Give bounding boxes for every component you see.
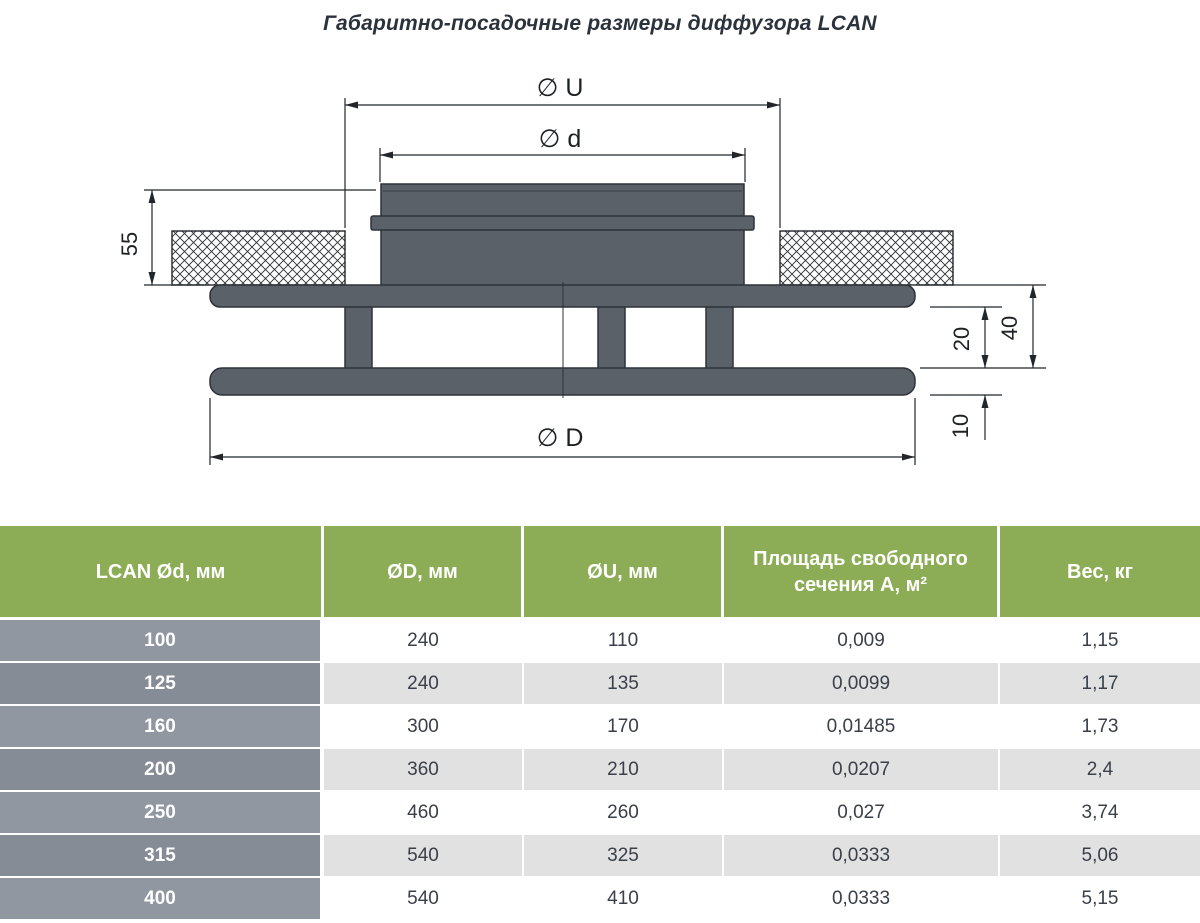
value-cell: 135 xyxy=(524,663,724,706)
leg xyxy=(705,299,734,377)
dim-label-10: 10 xyxy=(948,414,973,438)
row-diameter-cell: 160 xyxy=(0,706,324,749)
dimension-d-small: ∅ d xyxy=(379,125,746,182)
value-cell: 540 xyxy=(324,878,524,921)
dimension-55: 55 xyxy=(117,189,376,286)
value-cell: 210 xyxy=(524,749,724,792)
dimension-right-group: 20 40 10 xyxy=(920,284,1046,440)
value-cell: 1,15 xyxy=(1000,620,1200,663)
row-diameter-cell: 200 xyxy=(0,749,324,792)
insulation-right xyxy=(779,230,954,286)
leg xyxy=(344,299,373,377)
value-cell: 0,009 xyxy=(724,620,1000,663)
value-cell: 410 xyxy=(524,878,724,921)
value-cell: 0,027 xyxy=(724,792,1000,835)
value-cell: 240 xyxy=(324,620,524,663)
diffuser-section-drawing: ∅ U ∅ d ∅ D xyxy=(117,74,1046,465)
value-cell: 0,01485 xyxy=(724,706,1000,749)
value-cell: 0,0333 xyxy=(724,835,1000,878)
row-diameter-cell: 400 xyxy=(0,878,324,921)
value-cell: 460 xyxy=(324,792,524,835)
value-cell: 0,0207 xyxy=(724,749,1000,792)
header-lcan-d: LCAN Ød, мм xyxy=(0,526,324,620)
page-title: Габаритно-посадочные размеры диффузора L… xyxy=(323,12,877,35)
dim-label-55: 55 xyxy=(117,232,142,256)
value-cell: 5,15 xyxy=(1000,878,1200,921)
technical-drawing: ∅ U ∅ d ∅ D xyxy=(0,40,1200,518)
header-row: LCAN Ød, мм ØD, мм ØU, мм Площадь свобод… xyxy=(0,526,1200,620)
dim-label-40: 40 xyxy=(997,316,1022,340)
value-cell: 1,17 xyxy=(1000,663,1200,706)
insulation-left xyxy=(171,230,346,286)
header-weight: Вес, кг xyxy=(1000,526,1200,620)
value-cell: 360 xyxy=(324,749,524,792)
header-free-area: Площадь свободного сечения А, м² xyxy=(724,526,1000,620)
value-cell: 260 xyxy=(524,792,724,835)
row-diameter-cell: 125 xyxy=(0,663,324,706)
dimension-u: ∅ U xyxy=(344,74,781,228)
dim-label-u: ∅ U xyxy=(537,74,584,102)
value-cell: 540 xyxy=(324,835,524,878)
dim-label-D: ∅ D xyxy=(537,424,584,452)
diffuser-neck xyxy=(370,183,755,288)
value-cell: 110 xyxy=(524,620,724,663)
specs-table: LCAN Ød, мм ØD, мм ØU, мм Площадь свобод… xyxy=(0,526,1200,921)
header-D: ØD, мм xyxy=(324,526,524,620)
value-cell: 1,73 xyxy=(1000,706,1200,749)
row-diameter-cell: 100 xyxy=(0,620,324,663)
value-cell: 300 xyxy=(324,706,524,749)
row-diameter-cell: 250 xyxy=(0,792,324,835)
value-cell: 0,0099 xyxy=(724,663,1000,706)
dimension-d-big: ∅ D xyxy=(209,398,916,465)
value-cell: 325 xyxy=(524,835,724,878)
value-cell: 0,0333 xyxy=(724,878,1000,921)
value-cell: 5,06 xyxy=(1000,835,1200,878)
leg xyxy=(597,299,626,377)
value-cell: 2,4 xyxy=(1000,749,1200,792)
dim-label-d: ∅ d xyxy=(539,125,582,153)
value-cell: 170 xyxy=(524,706,724,749)
row-diameter-cell: 315 xyxy=(0,835,324,878)
value-cell: 240 xyxy=(324,663,524,706)
diffuser-legs xyxy=(344,299,734,377)
dim-label-20: 20 xyxy=(949,327,974,351)
neck-flange xyxy=(370,215,755,231)
neck-body xyxy=(380,183,745,288)
header-U: ØU, мм xyxy=(524,526,724,620)
value-cell: 3,74 xyxy=(1000,792,1200,835)
